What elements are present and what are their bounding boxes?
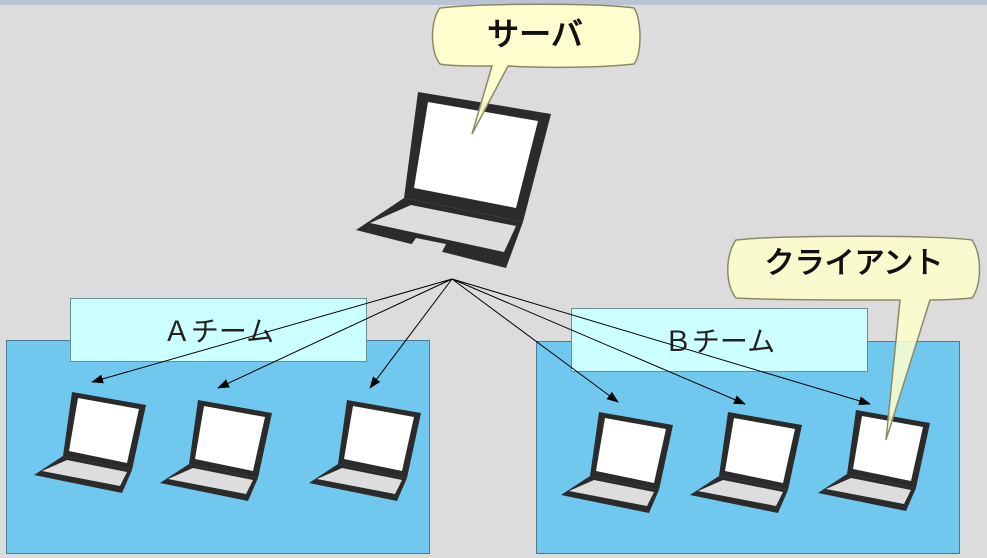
arrow-to-team-a-3 [369,278,453,389]
team-b-label: Ｂチーム [571,308,868,372]
team-a-laptop-3-icon [309,400,421,501]
server-callout-label: サーバ [487,15,583,53]
client-callout-bubble [727,235,981,441]
arrow-to-team-b-2 [451,278,746,405]
arrow-to-team-a-1 [91,278,453,384]
team-b-laptop-2-icon [690,412,802,513]
top-border [0,0,987,5]
team-a-label: Ａチーム [70,298,367,362]
arrow-to-team-a-2 [217,278,453,389]
arrow-to-team-b-3 [451,278,871,406]
team-b-laptop-3-client-icon [818,410,930,511]
team-a-laptop-1-icon [34,392,146,493]
arrow-to-team-b-1 [451,278,619,403]
server-laptop-icon [356,92,551,268]
server-callout-bubble [431,3,641,135]
client-callout-label: クライアント [764,246,944,281]
team-b-laptop-1-icon [561,412,673,513]
team-a-laptop-2-icon [160,400,272,501]
